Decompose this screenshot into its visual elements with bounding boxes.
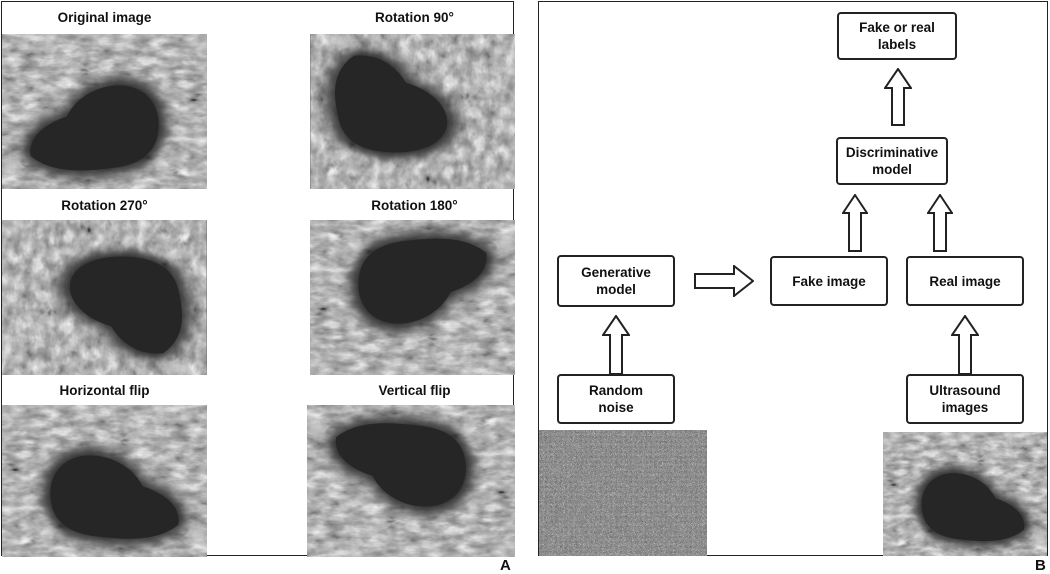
ultrasound-rotation-270-image <box>2 220 207 375</box>
random-noise-box: Random noise <box>557 374 675 424</box>
caption-original-image: Original image <box>57 10 152 25</box>
ultrasound-vertical-flip-image <box>307 405 515 557</box>
caption-rotation-90: Rotation 90° <box>375 10 454 25</box>
panel-label-a: A <box>500 557 511 574</box>
random-noise-image <box>539 430 707 556</box>
ultrasound-horizontal-flip-image <box>2 405 207 557</box>
caption-vertical-flip: Vertical flip <box>378 383 451 398</box>
caption-rotation-270: Rotation 270° <box>61 198 148 213</box>
fake-image-box: Fake image <box>770 256 888 306</box>
real-image-box: Real image <box>906 256 1024 306</box>
arrow-right-generator-to-fake <box>694 265 754 297</box>
arrow-up-noise-to-generator <box>602 315 630 375</box>
ultrasound-images-box: Ultrasound images <box>906 374 1024 424</box>
ultrasound-rotation-90-image <box>310 34 515 189</box>
discriminative-model-box: Discriminative model <box>836 137 948 185</box>
panel-b-gan-diagram: Fake or real labels Discriminative model… <box>538 1 1048 556</box>
caption-rotation-180: Rotation 180° <box>371 198 458 213</box>
generative-model-box: Generative model <box>557 255 675 307</box>
ultrasound-original-image <box>2 34 207 189</box>
panel-a-augmentation: Original image Rotation 90° Rotation 270… <box>1 1 515 557</box>
fake-or-real-labels-box: Fake or real labels <box>837 12 957 60</box>
arrow-up-fake-to-discriminator <box>842 194 868 252</box>
panel-label-b: B <box>1035 557 1046 574</box>
arrow-up-real-to-discriminator <box>927 194 953 252</box>
arrow-up-ultrasound-to-real <box>951 315 979 375</box>
ultrasound-rotation-180-image <box>310 220 515 375</box>
ultrasound-sample-image <box>883 432 1047 556</box>
arrow-up-to-labels <box>884 68 912 126</box>
caption-horizontal-flip: Horizontal flip <box>59 383 150 398</box>
